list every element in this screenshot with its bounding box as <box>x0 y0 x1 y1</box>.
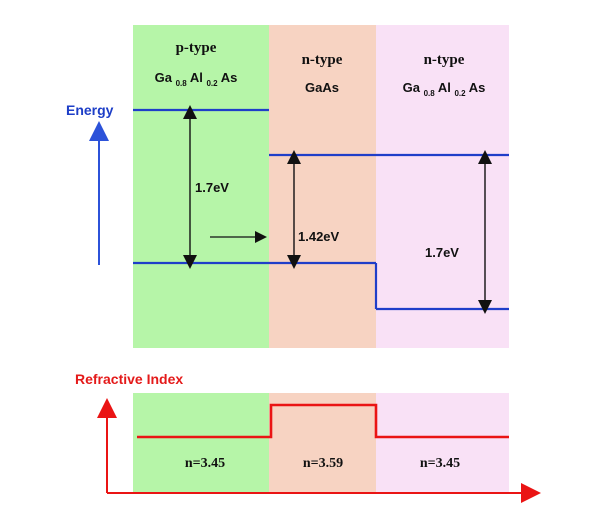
gap-label-left: 1.7eV <box>195 180 229 195</box>
gap-label-middle: 1.42eV <box>298 229 340 244</box>
layer-2-material-label: GaAs <box>305 80 339 95</box>
refractive-label-middle: n=3.59 <box>303 456 343 471</box>
energy-axis-label: Energy <box>66 102 114 118</box>
layer-1-type-label: p-type <box>176 40 217 56</box>
layer-2-type-label: n-type <box>302 52 343 68</box>
top-region-middle-layer <box>269 25 376 348</box>
bottom-region-p-layer <box>133 393 269 493</box>
refractive-index-profile-line <box>137 403 509 439</box>
layer-1-material-label: Ga 0.8 Al 0.2 As <box>155 70 238 89</box>
refractive-label-left: n=3.45 <box>185 456 225 471</box>
layer-3-material-label: Ga 0.8 Al 0.2 As <box>403 80 486 99</box>
top-region-p-layer <box>133 25 269 348</box>
bottom-region-middle-layer <box>269 393 376 493</box>
refractive-label-right: n=3.45 <box>420 456 460 471</box>
top-region-right-layer <box>376 25 509 348</box>
bottom-region-right-layer <box>376 393 509 493</box>
gap-label-right: 1.7eV <box>425 245 459 260</box>
layer-3-type-label: n-type <box>424 52 465 68</box>
refractive-index-axis-label: Refractive Index <box>75 371 183 387</box>
